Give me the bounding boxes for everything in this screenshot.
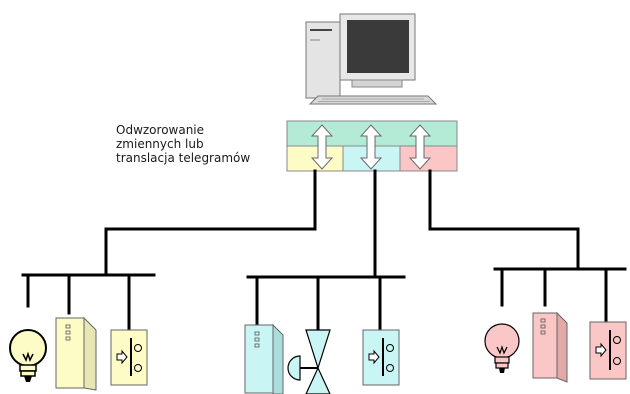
computer-icon bbox=[305, 13, 438, 105]
caption-line-2: zmiennych lub bbox=[116, 137, 204, 151]
gateway-icon bbox=[286, 120, 458, 172]
io-module-icon bbox=[55, 316, 97, 391]
push-button-switch-icon bbox=[589, 321, 627, 380]
light-bulb-icon bbox=[484, 323, 520, 373]
caption-line-1: Odwzorowanie bbox=[116, 123, 205, 137]
push-button-switch-icon bbox=[362, 329, 400, 386]
bus-lines bbox=[21, 169, 627, 332]
push-button-switch-icon bbox=[110, 329, 148, 386]
io-module-icon bbox=[532, 311, 568, 383]
valve-actuator-icon bbox=[287, 329, 331, 394]
caption-line-3: translacja telegramów bbox=[116, 151, 251, 165]
io-module-icon bbox=[244, 323, 284, 394]
light-bulb-icon bbox=[9, 329, 47, 382]
gateway-caption: Odwzorowanie zmiennych lub translacja te… bbox=[116, 123, 250, 165]
